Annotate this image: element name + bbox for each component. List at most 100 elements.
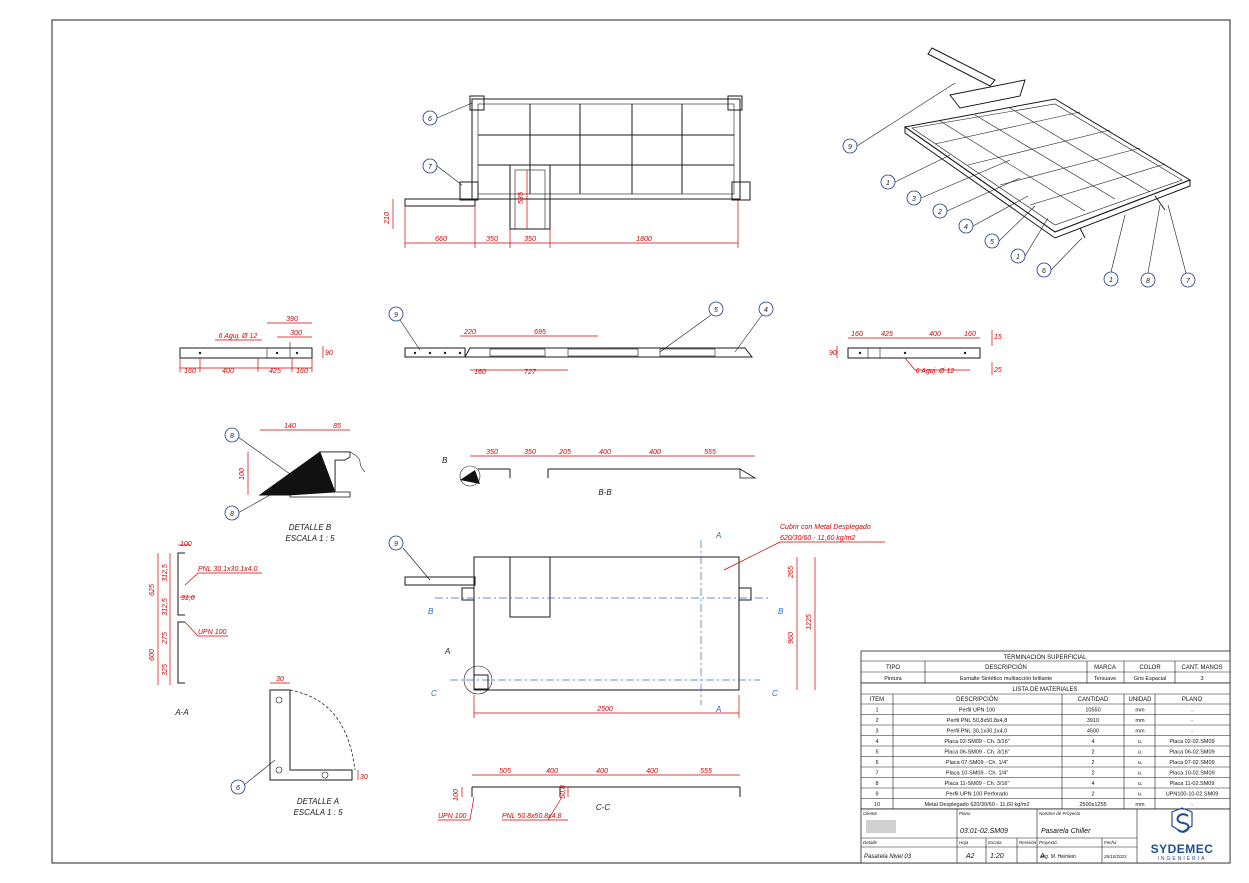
side-left-dim-160a: 160 bbox=[184, 368, 196, 375]
materials-h-desc: DESCRIPCIÓN bbox=[956, 696, 998, 703]
detail-b-balloon-8b: 8 bbox=[230, 511, 234, 518]
tb-proyecto-value: Ing. M. Heinlein bbox=[1041, 854, 1076, 860]
materials-cell: 4 bbox=[1091, 781, 1094, 787]
side-right-dim-160a: 160 bbox=[851, 331, 863, 338]
materials-cell: Placa 07-02.SM09 bbox=[1169, 760, 1214, 766]
detail-b-scale: ESCALA 1 : 5 bbox=[285, 534, 335, 543]
materials-table: LISTA DE MATERIALES ITEM DESCRIPCIÓN CAN… bbox=[860, 682, 1231, 810]
iso-balloon-1a: 1 bbox=[886, 180, 890, 187]
cut-a-top: A bbox=[715, 531, 721, 540]
tb-detalle-value: Pasarela Nivel 03 bbox=[864, 854, 912, 860]
materials-cell: 2 bbox=[1091, 792, 1094, 798]
plan-dim-210: 210 bbox=[384, 212, 391, 225]
materials-cell: Placa 06-SM09 - Ch. 3/16" bbox=[944, 750, 1009, 756]
plan-dim-535: 535 bbox=[518, 192, 525, 204]
materials-cell: Placa 10-02.SM09 bbox=[1169, 771, 1214, 777]
materials-title: LISTA DE MATERIALES bbox=[1012, 687, 1077, 693]
finish-v-desc: Esmalte Sintético multiacción brillante bbox=[960, 676, 1052, 682]
materials-cell: 10 bbox=[874, 802, 880, 808]
side-mid-balloon-5: 5 bbox=[714, 307, 718, 314]
materials-cell: UPN100-10-02.SM09 bbox=[1166, 792, 1219, 798]
side-mid-dim-220: 220 bbox=[463, 329, 476, 336]
main-note-line1: Cubrir con Metal Desplegado bbox=[780, 524, 871, 531]
aa-label-upn: UPN 100 bbox=[198, 629, 227, 636]
materials-cell: 2 bbox=[875, 718, 878, 724]
materials-h-unidad: UNIDAD bbox=[1128, 697, 1152, 703]
side-left-dim-90: 90 bbox=[325, 350, 333, 357]
materials-cell: Placa 07-SM09 - Ch. 1/4" bbox=[946, 760, 1008, 766]
side-mid-dim-727: 727 bbox=[524, 369, 537, 376]
materials-cell: mm bbox=[1135, 729, 1145, 735]
aa-dim-31: 31,0 bbox=[181, 595, 195, 602]
iso-balloon-6: 6 bbox=[1042, 268, 1046, 275]
finish-table: TERMINACIÓN SUPERFICIAL TIPO DESCRIPCIÓN… bbox=[860, 650, 1231, 684]
side-right-dim-15: 15 bbox=[994, 334, 1002, 341]
title-block: Cliente Plano 03.01-02.SM09 Nombre de Pr… bbox=[860, 807, 1231, 864]
aa-label-pnl: PNL 30.1x30.1x4.0 bbox=[198, 566, 258, 573]
tb-cliente-redacted bbox=[866, 820, 896, 833]
materials-cell: u. bbox=[1138, 792, 1143, 798]
materials-cell: Placa 02-SM09 - Ch. 3/16" bbox=[944, 739, 1009, 745]
tb-revision-label: Revisión bbox=[1019, 840, 1037, 845]
plan-balloon-6: 6 bbox=[428, 116, 432, 123]
iso-balloon-5: 5 bbox=[990, 239, 994, 246]
aa-dim-600: 600 bbox=[149, 649, 156, 661]
finish-v-tipo: Pintura bbox=[884, 676, 902, 682]
side-mid-dim-695: 695 bbox=[534, 329, 546, 336]
materials-cell: Placa 10-SM09 - Ch. 1/4" bbox=[946, 771, 1008, 777]
section-bb: 350 350 205 400 400 555 B B-B bbox=[442, 449, 757, 497]
cc-dim-508: 50,8 bbox=[560, 785, 567, 799]
materials-cell: 5 bbox=[875, 750, 878, 756]
plan-dim-1800: 1800 bbox=[636, 236, 652, 243]
materials-cell: 2500x1255 bbox=[1079, 802, 1106, 808]
tb-detalle-label: Detalle bbox=[863, 840, 878, 845]
aa-dim-312a: 312,5 bbox=[162, 564, 169, 582]
main-balloon-9: 9 bbox=[394, 541, 398, 548]
materials-cell: Metal Desplegado 620/30/60 - 11,60 kg/m2 bbox=[924, 802, 1029, 808]
iso-balloon-3: 3 bbox=[912, 196, 916, 203]
side-right-dim-25: 25 bbox=[993, 367, 1002, 374]
materials-h-cant: CANTIDAD bbox=[1078, 697, 1109, 703]
iso-balloon-9: 9 bbox=[848, 144, 852, 151]
cut-b-left: B bbox=[428, 607, 434, 616]
bb-dim-400a: 400 bbox=[599, 449, 611, 456]
tb-fecha-value: 26/10/2023 bbox=[1103, 854, 1127, 859]
detail-a-scale: ESCALA 1 : 5 bbox=[293, 808, 343, 817]
aa-title: A-A bbox=[174, 708, 188, 717]
materials-cell: 8 bbox=[875, 781, 878, 787]
tb-hoja-label: Hoja bbox=[959, 840, 969, 845]
cut-a-bottom: A bbox=[715, 705, 721, 714]
materials-cell: 9 bbox=[875, 792, 878, 798]
detail-a-callout: A bbox=[444, 647, 450, 656]
cut-b-right: B bbox=[778, 607, 784, 616]
logo-name: SYDEMEC bbox=[1151, 842, 1214, 856]
materials-cell: u. bbox=[1138, 739, 1143, 745]
side-right-dim-425: 425 bbox=[881, 331, 893, 338]
iso-balloon-8: 8 bbox=[1146, 278, 1150, 285]
materials-cell: Placa 11-02.SM09 bbox=[1170, 781, 1215, 787]
materials-cell: 2 bbox=[1091, 750, 1094, 756]
finish-v-color: Gris Espacial bbox=[1134, 676, 1166, 682]
detail-b-balloon-8a: 8 bbox=[230, 433, 234, 440]
iso-balloon-1b: 1 bbox=[1016, 254, 1020, 261]
detail-b-title: DETALLE B bbox=[289, 523, 332, 532]
iso-balloon-7: 7 bbox=[1186, 278, 1191, 285]
detail-b-dim-85: 85 bbox=[333, 423, 341, 430]
side-left-dim-300: 300 bbox=[290, 330, 302, 337]
tb-proyecto-label: Proyectó bbox=[1039, 840, 1057, 845]
materials-cell: 2 bbox=[1091, 771, 1094, 777]
materials-cell: Perfil PNL 50,8x50,8x4,8 bbox=[947, 718, 1008, 724]
materials-cell: 3910 bbox=[1087, 718, 1099, 724]
cc-dim-400c: 400 bbox=[646, 768, 658, 775]
detail-b-dim-100: 100 bbox=[239, 468, 246, 480]
detail-a-dim-30b: 30 bbox=[360, 774, 368, 781]
side-right-dim-160b: 160 bbox=[964, 331, 976, 338]
cc-label-pnl: PNL 50.8x50.8x4.8 bbox=[502, 813, 562, 820]
side-mid-balloon-9: 9 bbox=[394, 312, 398, 319]
side-left-dim-160b: 160 bbox=[296, 368, 308, 375]
cut-c-left: C bbox=[431, 689, 437, 698]
aa-dim-625: 625 bbox=[149, 584, 156, 596]
cc-dim-400b: 400 bbox=[596, 768, 608, 775]
materials-cell: - bbox=[1191, 708, 1193, 714]
